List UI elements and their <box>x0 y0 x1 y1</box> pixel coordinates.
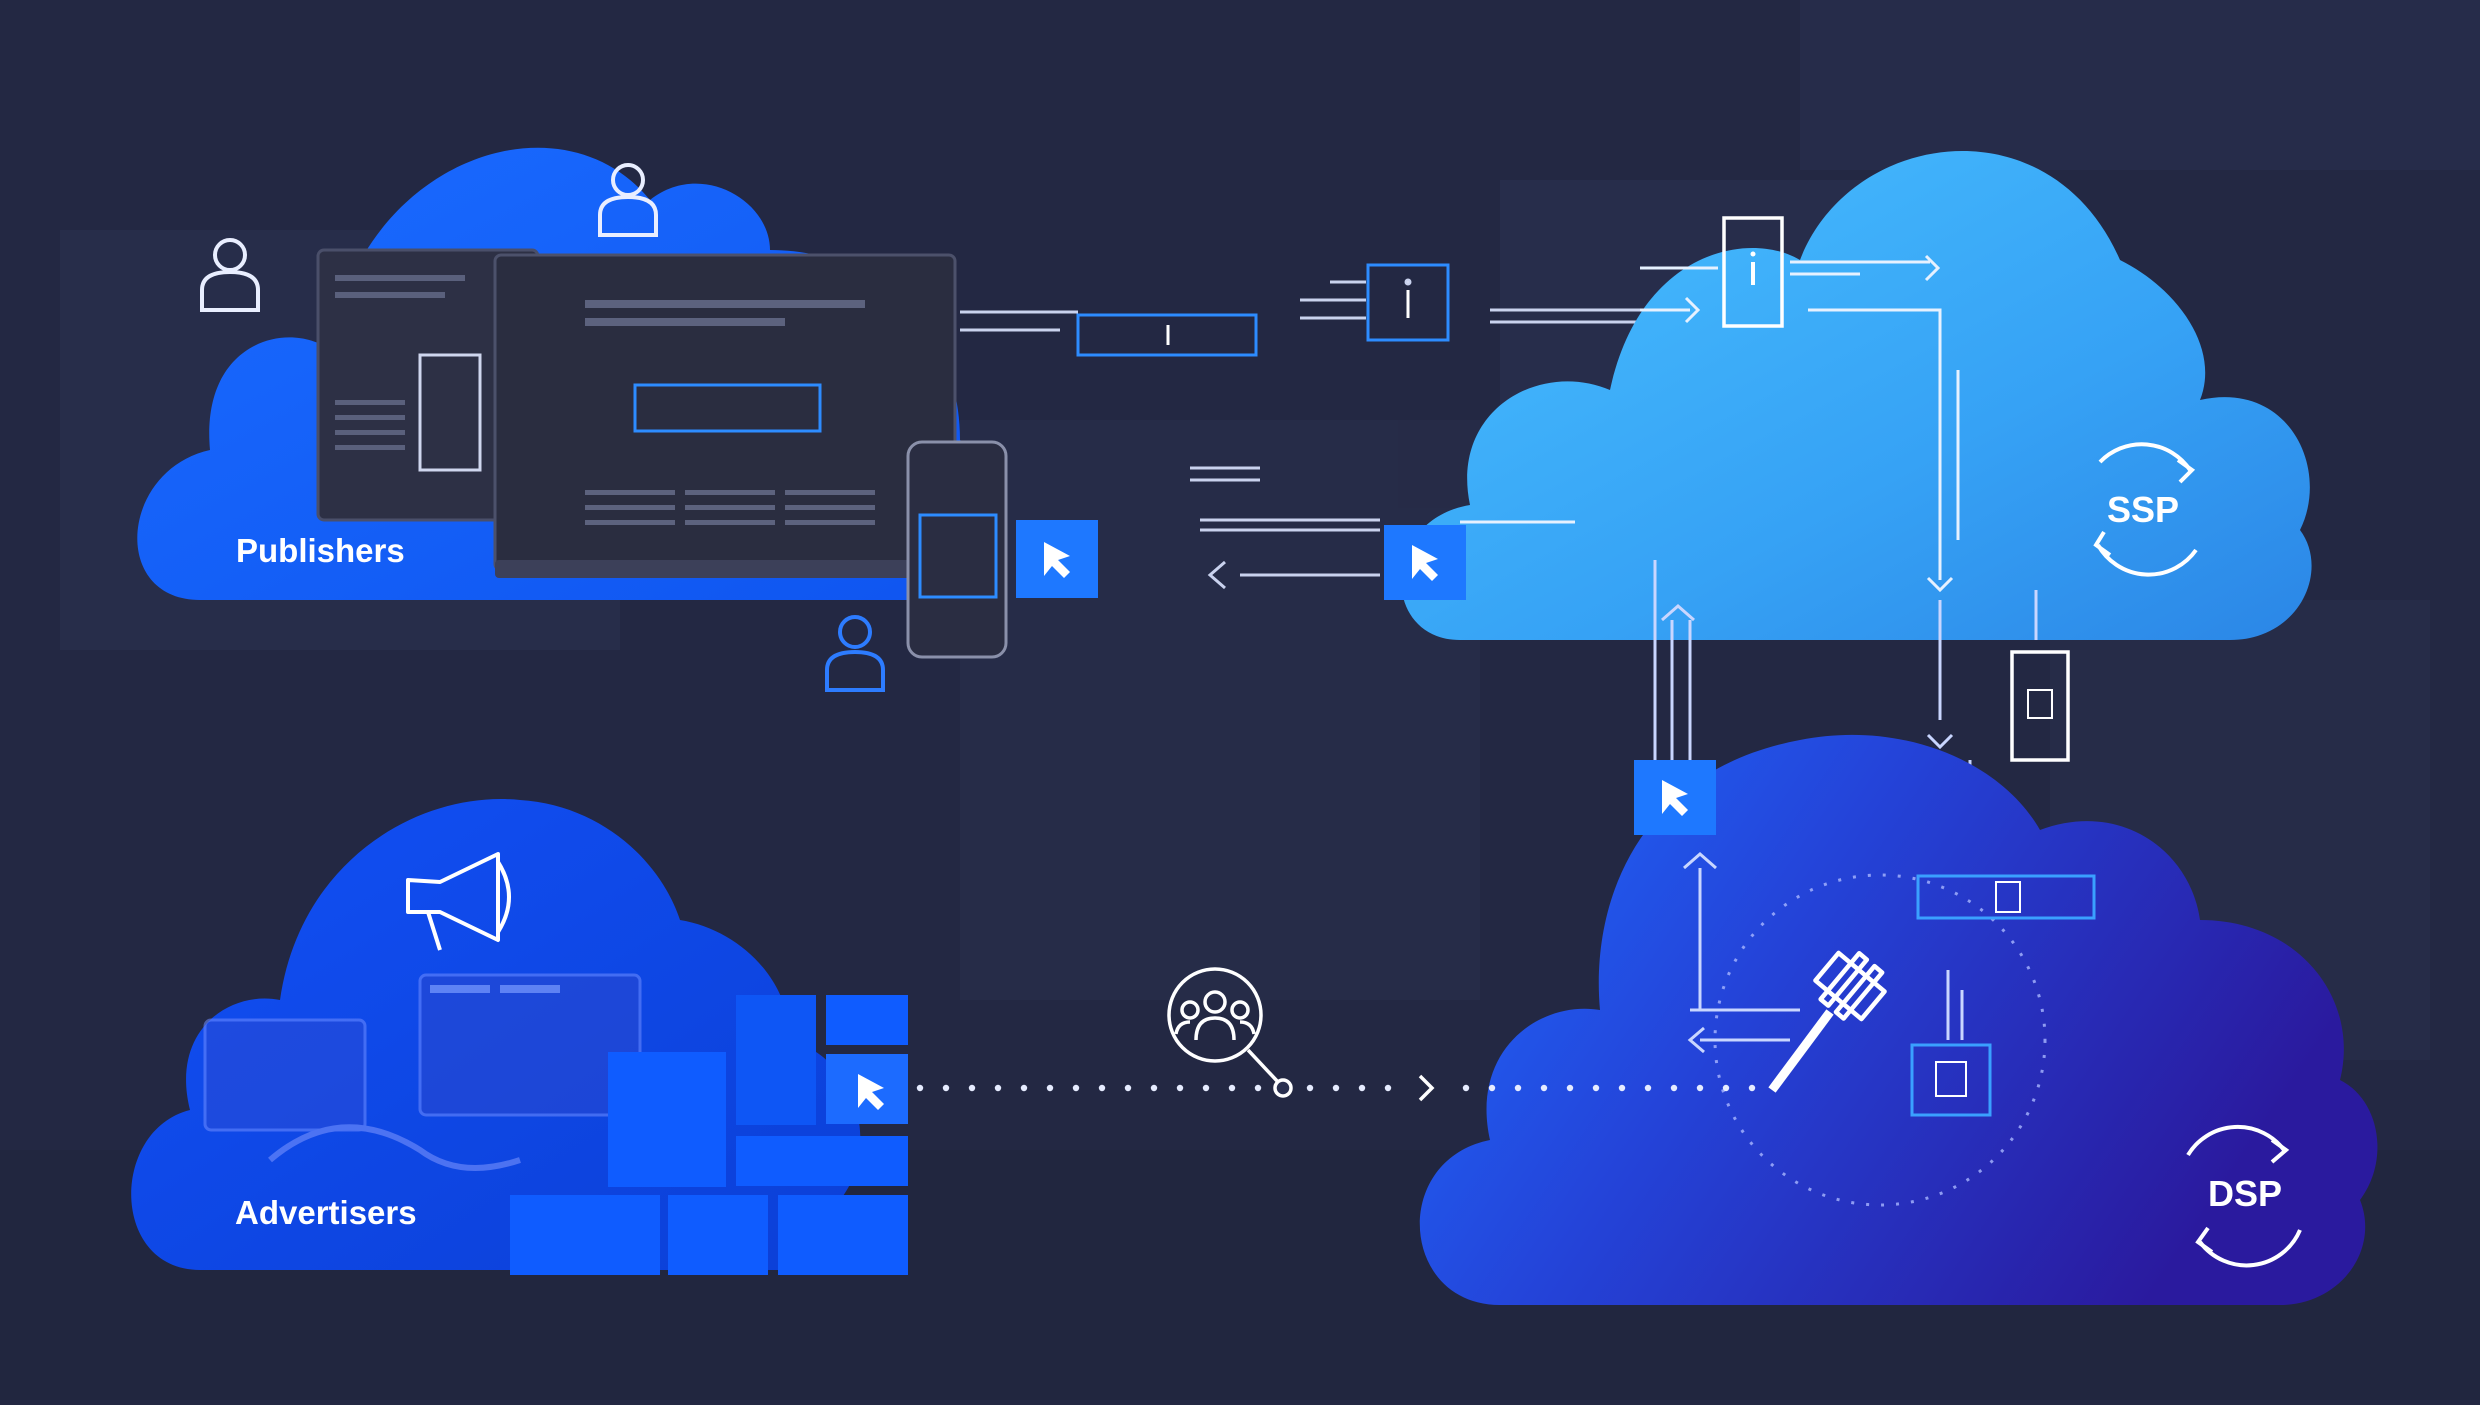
link-dot <box>1254 1084 1262 1092</box>
link-dot <box>1748 1084 1756 1092</box>
link-dot <box>1306 1084 1314 1092</box>
ad-tiles <box>510 995 908 1275</box>
dsp-cloud: DSP <box>1419 734 2378 1305</box>
megaphone-icon <box>406 852 511 951</box>
link-dot <box>1592 1084 1600 1092</box>
link-dot <box>1228 1084 1236 1092</box>
cursor-badge-icon <box>1634 760 1716 835</box>
link-dot <box>1540 1084 1548 1092</box>
publishers-cloud: Publishers <box>137 147 1098 692</box>
smartphone-icon <box>906 440 1008 659</box>
barcode-icon <box>2010 590 2070 762</box>
link-dot <box>1124 1084 1132 1092</box>
link-dot <box>1514 1084 1522 1092</box>
ssp-flow-lines <box>1460 254 1960 593</box>
user-icon <box>200 238 260 312</box>
barcode-icon <box>1910 970 1992 1117</box>
user-icon <box>598 163 658 237</box>
link-dot <box>1696 1084 1704 1092</box>
link-dot <box>1202 1084 1210 1092</box>
ssp-label: SSP <box>2107 489 2179 530</box>
link-dot <box>968 1084 976 1092</box>
link-dot <box>1176 1084 1184 1092</box>
dsp-flow-lines <box>1683 852 1800 1054</box>
dsp-badge: DSP <box>2186 1124 2302 1268</box>
link-dot <box>1046 1084 1054 1092</box>
cursor-badge-icon <box>1016 520 1098 598</box>
cursor-badge-icon <box>1384 525 1466 600</box>
laptop-icon <box>316 248 985 578</box>
link-dot <box>1332 1084 1340 1092</box>
link-dot <box>994 1084 1002 1092</box>
link-dot <box>1488 1084 1496 1092</box>
link-dot <box>1644 1084 1652 1092</box>
link-dot <box>1072 1084 1080 1092</box>
link-dot <box>1384 1084 1392 1092</box>
ssp-cloud: SSP <box>1401 150 2312 641</box>
link-dot <box>1150 1084 1158 1092</box>
link-dot <box>1722 1084 1730 1092</box>
info-card-icon <box>1722 216 1784 328</box>
link-dot <box>916 1084 924 1092</box>
gavel-icon <box>1768 950 1887 1093</box>
advertisers-photo-overlay <box>203 973 642 1171</box>
cursor-badge-icon <box>858 1074 884 1110</box>
link-dot <box>1020 1084 1028 1092</box>
publishers-label: Publishers <box>236 532 405 569</box>
link-dot <box>1358 1084 1366 1092</box>
link-dot <box>1462 1084 1470 1092</box>
advertisers-label: Advertisers <box>235 1194 417 1231</box>
audience-search-icon <box>1167 967 1293 1098</box>
link-dot <box>1670 1084 1678 1092</box>
dsp-label: DSP <box>2208 1173 2282 1214</box>
link-dot <box>1566 1084 1574 1092</box>
user-icon <box>825 615 885 692</box>
ssp-badge: SSP <box>2093 442 2198 577</box>
barcode-icon <box>1916 874 2096 920</box>
link-dot <box>1618 1084 1626 1092</box>
link-dot <box>942 1084 950 1092</box>
link-dot <box>1098 1084 1106 1092</box>
